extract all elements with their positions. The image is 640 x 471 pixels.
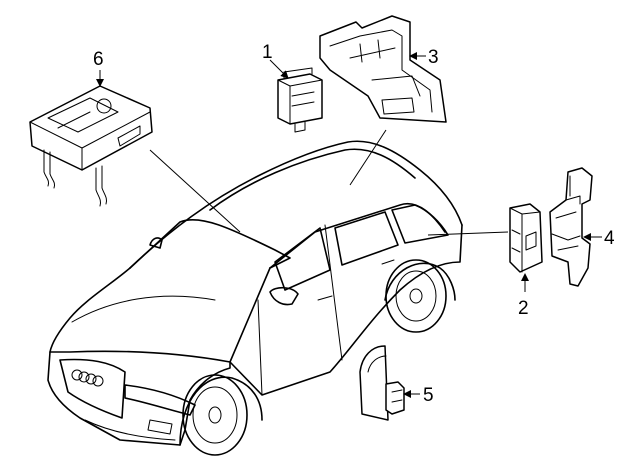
part-4-bracket (549, 167, 593, 287)
part-1-relay (277, 67, 323, 133)
callout-5: 5 (423, 385, 434, 406)
vehicle-door-line (324, 224, 343, 361)
vehicle-side-mirror (269, 286, 299, 306)
vehicle-roof (129, 140, 463, 269)
vehicle-hood-crease (71, 295, 216, 323)
callout-labels: 6 1 3 4 2 5 (93, 42, 615, 406)
vehicle-illustration (47, 140, 463, 456)
part-2-module (509, 203, 543, 273)
vehicle-front-window (274, 227, 331, 291)
vehicle-front-fascia (47, 351, 231, 446)
vehicle-door-handle-rear (381, 259, 395, 265)
callout-4: 4 (604, 228, 615, 249)
vehicle-fog-light (147, 419, 173, 435)
vehicle-lower-intake (84, 419, 176, 441)
callout-2: 2 (518, 298, 529, 319)
vehicle-windshield (129, 218, 291, 269)
vehicle-front-wheel (182, 374, 248, 456)
vehicle-door-handle (317, 295, 333, 301)
leader-lines (96, 52, 602, 398)
vehicle-side-body (229, 224, 463, 396)
vehicle-roof-rail (209, 148, 416, 211)
vehicle-antenna (149, 237, 163, 249)
part-5-sensor (359, 345, 405, 421)
callout-1: 1 (262, 42, 273, 63)
callout-3: 3 (428, 47, 439, 68)
vehicle-hood (49, 267, 271, 363)
vehicle-logo (71, 369, 104, 387)
vehicle-rear-wheel (385, 259, 447, 333)
callout-6: 6 (93, 49, 104, 70)
arrow-1 (269, 59, 289, 79)
vehicle-rear-arch (384, 262, 456, 301)
part-6-control-module (29, 85, 153, 207)
vehicle-door-line-rear (257, 299, 263, 396)
vehicle-beltline (269, 203, 446, 269)
vehicle-rear-window (334, 211, 399, 266)
vehicle-headlight (124, 384, 196, 416)
part-3-bracket (319, 15, 447, 123)
vehicle-quarter-window (391, 204, 449, 244)
vehicle-grille (59, 358, 126, 419)
